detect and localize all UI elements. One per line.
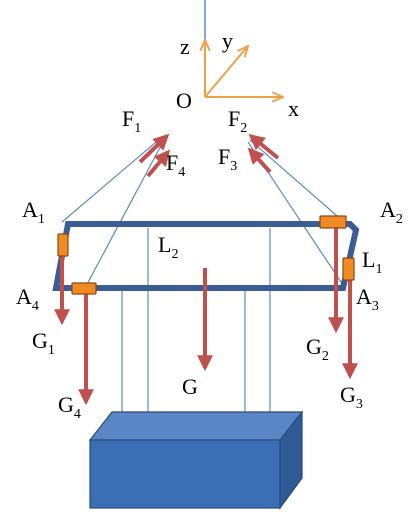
z-axis-label: z — [180, 34, 190, 59]
clamp-a2 — [319, 215, 347, 229]
g4-label: G4 — [58, 392, 81, 422]
rope-a4 — [84, 139, 165, 289]
x-axis-label: x — [288, 96, 299, 121]
load-box — [88, 410, 304, 510]
box-top — [88, 411, 304, 441]
g2-label: G2 — [306, 334, 329, 364]
g1-label: G1 — [32, 328, 55, 358]
l2-label: L2 — [158, 232, 178, 262]
clamp-a3 — [342, 257, 355, 281]
clamp-a1 — [57, 233, 69, 257]
f2-arrow — [248, 133, 280, 160]
a3-label: A3 — [356, 284, 379, 314]
rope-a2 — [249, 139, 345, 223]
f1-label: F1 — [122, 106, 141, 136]
l1-label: L1 — [362, 247, 382, 277]
f4-arrow — [146, 149, 171, 178]
a2-label: A2 — [380, 197, 403, 227]
f3-arrow — [247, 147, 272, 174]
f1-arrow — [138, 133, 170, 164]
origin-label: O — [176, 88, 192, 113]
a4-label: A4 — [16, 284, 39, 314]
box-front — [89, 439, 281, 509]
f2-label: F2 — [228, 106, 247, 136]
clamp-a4 — [71, 282, 97, 295]
f3-label: F3 — [218, 144, 237, 174]
g-label: G — [182, 374, 198, 399]
ropes-lower — [121, 228, 271, 436]
weight-arrows — [54, 226, 358, 406]
ropes-upper — [61, 136, 346, 289]
y-axis — [204, 46, 248, 98]
g3-label: G3 — [340, 382, 363, 412]
clamps — [57, 215, 355, 295]
y-axis-label: y — [222, 28, 233, 53]
f4-label: F4 — [166, 150, 185, 180]
a1-label: A1 — [22, 197, 45, 227]
force-arrows — [138, 133, 280, 178]
rope-a1 — [61, 136, 163, 223]
coordinate-axes — [205, 40, 283, 97]
